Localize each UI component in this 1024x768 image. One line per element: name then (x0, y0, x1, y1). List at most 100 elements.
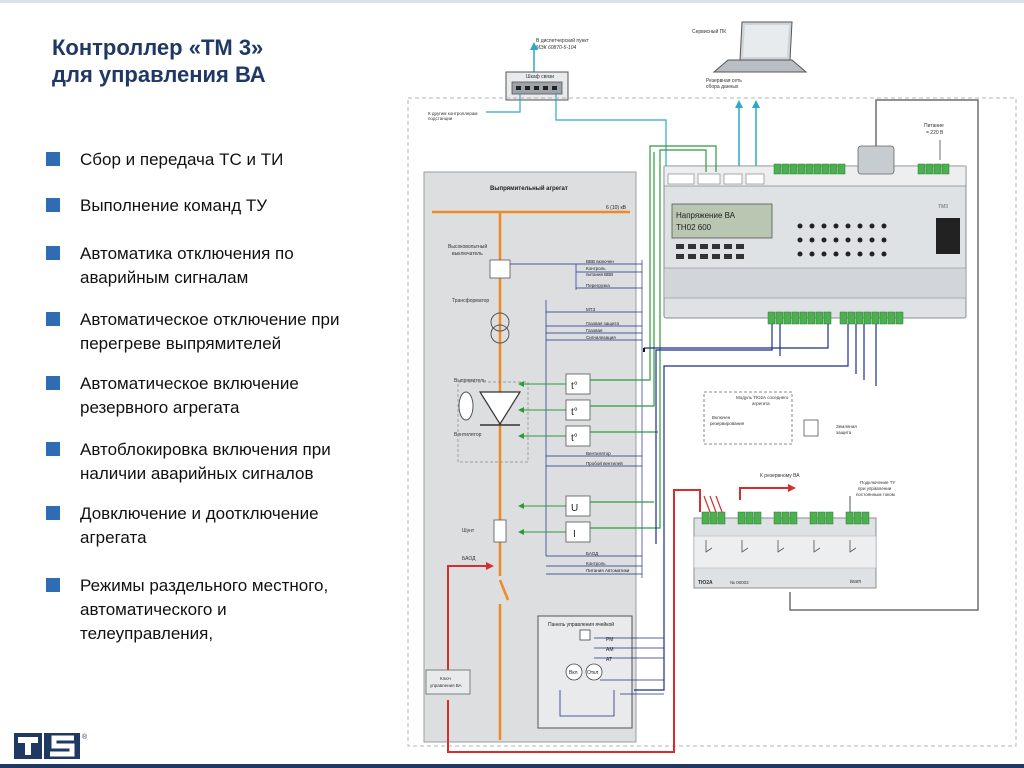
transformer-label: Трансформатор (452, 298, 489, 304)
neighbor-module-2: агрегата (752, 401, 770, 406)
relay-terminals (701, 511, 870, 525)
bullet-square-icon (46, 246, 60, 260)
feature-item: Довключение и доотключение агрегата (46, 502, 401, 550)
serial-port (723, 173, 743, 185)
off-button-icon (585, 663, 603, 681)
fan-label: Вентилятор (454, 432, 482, 438)
power-label-1: Питание (924, 123, 944, 129)
keypad (676, 244, 744, 259)
shunt-label: Шунт (462, 528, 475, 534)
switch-ports (516, 86, 557, 90)
feature-text: резервного агрегата (80, 398, 240, 417)
feature-text: Автоматика отключения по (80, 244, 294, 263)
title-line-2: для управления ВА (52, 62, 266, 87)
ground-protection-icon (803, 419, 819, 437)
tu-power-2: при управлении (858, 486, 892, 491)
reserve-va-link (739, 487, 790, 500)
signal-gas: Газовая (586, 328, 603, 333)
cabinet-to-controller-link (555, 94, 667, 170)
signal-overload: Перегрузка (586, 283, 610, 288)
slide-title: Контроллер «ТМ 3» для управления ВА (52, 34, 382, 88)
feature-text: телеуправления, (80, 624, 214, 643)
red-wire-branches (703, 495, 723, 513)
reserve-enable-1: Включен (712, 415, 731, 420)
panel-on: Вкл (569, 670, 578, 676)
title-line-1: Контроллер «ТМ 3» (52, 35, 264, 60)
arrow-right-icon (788, 484, 796, 492)
power-loop (789, 99, 979, 611)
top-divider (0, 0, 1024, 3)
feature-item: Автоматическое включение резервного агре… (46, 372, 401, 420)
signal-gas-protection: Газовая защита (586, 321, 619, 326)
hv-switch-icon (489, 259, 511, 279)
signal-vvv-control-2: питания ВВВ (586, 272, 613, 277)
reserve-net-2: сбора данных (706, 84, 739, 90)
panel-indicator-icon (579, 629, 591, 641)
bullet-square-icon (46, 376, 60, 390)
dispatch-note-2: МЭК 60870-5-104 (536, 45, 577, 51)
arrow-up-icon (735, 100, 743, 108)
signal-power-control-1: Контроль (586, 561, 606, 566)
to-reserve-va: К резервному ВА (760, 473, 800, 479)
feature-text: наличии аварийных сигналов (80, 464, 314, 483)
logo-registered-mark: ® (82, 733, 88, 741)
neighbor-module-1: Модуль ТЮ2А соседнего (736, 395, 789, 400)
other-controllers-link (486, 94, 521, 113)
other-controllers-2: подстанции (428, 116, 453, 121)
serial-connector-icon (857, 145, 895, 175)
hv-switch-2: выключатель (452, 251, 483, 257)
system-frame (407, 97, 1017, 747)
controller-base (663, 267, 967, 299)
bullet-square-icon (46, 312, 60, 326)
green-wires (590, 145, 717, 529)
red-wire-remote (447, 489, 701, 753)
signal-baod: БАОД (586, 551, 598, 556)
relay-module-name: ТЮ2А (698, 580, 713, 586)
feature-item: Автоматика отключения по аварийным сигна… (46, 242, 401, 290)
lcd-display (671, 203, 773, 239)
feature-item: Сбор и передача ТС и ТИ (46, 148, 401, 172)
feature-text: Автоматическое отключение при (80, 310, 340, 329)
reserve-net-1: Резервная сеть (706, 78, 742, 84)
sensor-temp-2: t° (571, 407, 578, 418)
rectifier-unit-label: Выпрямительный агрегат (490, 185, 568, 192)
panel-title: Панель управления ячейкой (548, 621, 614, 628)
reserve-enable-2: резервирования (710, 421, 745, 426)
service-pc-label: Сервисный ПК (692, 28, 726, 35)
dispatch-note-1: В диспетчерский пункт (536, 37, 590, 44)
arrow-right-icon (486, 562, 494, 570)
feature-text: агрегата (80, 528, 147, 547)
relay-module-number: № 00003 (730, 580, 749, 585)
bullet-square-icon (46, 152, 60, 166)
feature-item: Автоблокировка включения при наличии ава… (46, 438, 401, 486)
tu-power-1: Подключение ТУ (860, 480, 896, 485)
arrow-up-icon (752, 100, 760, 108)
signal-alarm: Сигнализация (586, 335, 616, 340)
panel-am: АМ (606, 647, 614, 653)
terminal-blocks-top (773, 163, 950, 175)
module-slot (936, 218, 960, 254)
lcd-line-2: ТН02 600 (676, 223, 712, 232)
arrow-up-icon (530, 42, 538, 50)
rectifier-label: Выпрямитель (454, 378, 486, 384)
signal-lines (510, 260, 643, 578)
feature-text: Режимы раздельного местного, (80, 576, 329, 595)
signal-fan: Вентилятор (586, 451, 611, 456)
sensor-voltage: U (571, 503, 578, 514)
transformer-coil-icon (490, 312, 510, 332)
sensor-temp-1: t° (571, 381, 578, 392)
feature-text: Выполнение команд ТУ (80, 196, 268, 215)
signal-vvv-on: ВВВ включен (586, 259, 614, 264)
bullet-square-icon (46, 442, 60, 456)
signal-power-control-2: Питания Автоматики (586, 568, 630, 573)
laptop-display (743, 25, 789, 57)
panel-at: АТ (606, 657, 612, 663)
laptop-keyboard-icon (712, 59, 808, 73)
baod-label: БАОД (462, 556, 476, 562)
on-button-icon (565, 663, 583, 681)
signal-valve-breakdown: Пробой вентилей (586, 460, 623, 466)
sensor-temp-3: t° (571, 433, 578, 444)
blue-wires (634, 324, 877, 691)
panel-wiring (559, 637, 664, 717)
